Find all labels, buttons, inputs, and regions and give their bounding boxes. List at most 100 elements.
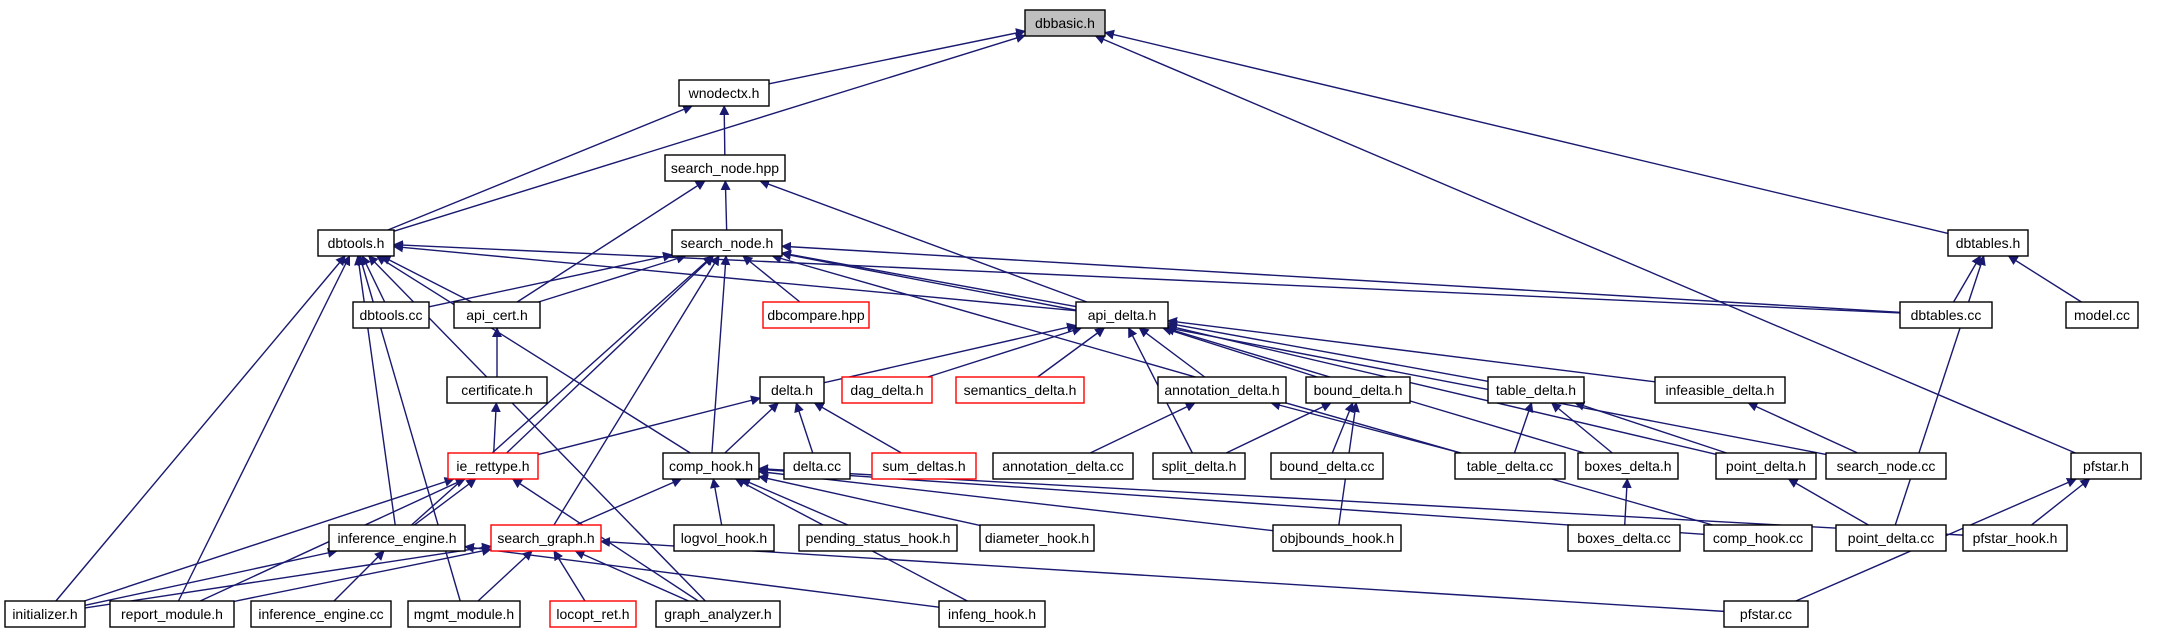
node-dbtools-h[interactable]: dbtools.h bbox=[317, 229, 395, 257]
node-box bbox=[352, 301, 430, 329]
node-annotation-delta-cc[interactable]: annotation_delta.cc bbox=[992, 452, 1134, 480]
node-pfstar-hook-h[interactable]: pfstar_hook.h bbox=[1962, 524, 2068, 552]
node-dbbasic-h[interactable]: dbbasic.h bbox=[1024, 9, 1106, 37]
node-label: inference_engine.cc bbox=[258, 606, 383, 622]
node-certificate-h[interactable]: certificate.h bbox=[446, 376, 548, 404]
node-table-delta-h[interactable]: table_delta.h bbox=[1487, 376, 1585, 404]
node-semantics-delta-h[interactable]: semantics_delta.h bbox=[955, 376, 1085, 404]
node-delta-h[interactable]: delta.h bbox=[759, 376, 825, 404]
edge-dbtables-cc-to-dbtools-h bbox=[393, 240, 1901, 314]
node-logvol-hook-h[interactable]: logvol_hook.h bbox=[673, 524, 775, 552]
node-graph-analyzer-h[interactable]: graph_analyzer.h bbox=[655, 600, 781, 628]
node-pending-status-hook-h[interactable]: pending_status_hook.h bbox=[798, 524, 958, 552]
node-inference-engine-cc[interactable]: inference_engine.cc bbox=[250, 600, 392, 628]
node-wnodectx-h[interactable]: wnodectx.h bbox=[678, 79, 770, 107]
edge-initializer-h-to-dbtools-h bbox=[55, 255, 346, 602]
node-box bbox=[1654, 376, 1786, 404]
node-label: semantics_delta.h bbox=[964, 382, 1077, 398]
node-ie-rettype-h[interactable]: ie_rettype.h bbox=[447, 452, 539, 480]
edge-wnodectx-h-to-dbbasic-h bbox=[768, 28, 1026, 85]
edge-ie-rettype-h-to-delta-h bbox=[537, 395, 761, 456]
edge-api-cert-h-to-search-node-h bbox=[538, 253, 687, 303]
node-inference-engine-h[interactable]: inference_engine.h bbox=[328, 524, 466, 552]
edge-annotation-delta-h-to-api-delta-h bbox=[1138, 327, 1206, 378]
node-bound-delta-cc[interactable]: bound_delta.cc bbox=[1270, 452, 1384, 480]
node-label: wnodectx.h bbox=[688, 85, 760, 101]
node-locopt-ret-h[interactable]: locopt_ret.h bbox=[549, 600, 637, 628]
node-label: logvol_hook.h bbox=[681, 530, 767, 546]
node-point-delta-h[interactable]: point_delta.h bbox=[1715, 452, 1817, 480]
node-model-cc[interactable]: model.cc bbox=[2065, 301, 2139, 329]
node-label: pfstar.h bbox=[2083, 458, 2129, 474]
node-sum-deltas-h[interactable]: sum_deltas.h bbox=[871, 452, 977, 480]
edge-dbtools-cc-to-dbtools-h bbox=[361, 255, 386, 303]
edge-inference-engine-h-to-dbtools-h bbox=[354, 255, 396, 526]
node-table-delta-cc[interactable]: table_delta.cc bbox=[1454, 452, 1566, 480]
node-split-delta-h[interactable]: split_delta.h bbox=[1152, 452, 1246, 480]
node-pfstar-cc[interactable]: pfstar.cc bbox=[1723, 600, 1809, 628]
node-report-module-h[interactable]: report_module.h bbox=[109, 600, 235, 628]
node-dag-delta-h[interactable]: dag_delta.h bbox=[841, 376, 933, 404]
edge-graph-analyzer-h-to-search-graph-h bbox=[574, 550, 689, 602]
node-comp-hook-cc[interactable]: comp_hook.cc bbox=[1703, 524, 1813, 552]
node-bound-delta-h[interactable]: bound_delta.h bbox=[1305, 376, 1411, 404]
edge-search-node-hpp-to-wnodectx-h bbox=[719, 105, 730, 156]
node-dbtables-cc[interactable]: dbtables.cc bbox=[1899, 301, 1993, 329]
node-annotation-delta-h[interactable]: annotation_delta.h bbox=[1157, 376, 1287, 404]
node-delta-cc[interactable]: delta.cc bbox=[783, 452, 851, 480]
edge-pfstar-hook-h-to-pfstar-h bbox=[2030, 478, 2091, 526]
edge-search-node-h-to-search-node-hpp bbox=[720, 180, 731, 231]
node-box bbox=[1024, 9, 1106, 37]
node-box bbox=[1825, 452, 1947, 480]
node-api-cert-h[interactable]: api_cert.h bbox=[453, 301, 541, 329]
node-search-node-h[interactable]: search_node.h bbox=[671, 229, 783, 257]
node-label: inference_engine.h bbox=[337, 530, 456, 546]
node-box bbox=[1703, 524, 1813, 552]
edge-api-cert-h-to-dbtools-h bbox=[380, 255, 472, 303]
node-infeng-hook-h[interactable]: infeng_hook.h bbox=[938, 600, 1046, 628]
node-initializer-h[interactable]: initializer.h bbox=[4, 600, 86, 628]
node-box bbox=[1487, 376, 1585, 404]
node-label: table_delta.cc bbox=[1467, 458, 1553, 474]
node-box bbox=[2070, 452, 2142, 480]
node-label: sum_deltas.h bbox=[882, 458, 965, 474]
edge-table-delta-h-to-api-delta-h bbox=[1167, 320, 1489, 382]
edge-sum-deltas-h-to-delta-h bbox=[813, 402, 902, 454]
node-search-node-hpp[interactable]: search_node.hpp bbox=[664, 154, 786, 182]
node-box bbox=[2065, 301, 2139, 329]
node-box bbox=[759, 376, 825, 404]
edge-pfstar-hook-h-to-comp-hook-h bbox=[758, 464, 1964, 536]
node-box bbox=[841, 376, 933, 404]
node-box bbox=[955, 376, 1085, 404]
node-dbcompare-hpp[interactable]: dbcompare.hpp bbox=[762, 301, 870, 329]
node-objbounds-hook-h[interactable]: objbounds_hook.h bbox=[1272, 524, 1402, 552]
node-infeasible-delta-h[interactable]: infeasible_delta.h bbox=[1654, 376, 1786, 404]
edge-comp-hook-cc-to-comp-hook-h bbox=[758, 464, 1705, 535]
node-boxes-delta-cc[interactable]: boxes_delta.cc bbox=[1567, 524, 1681, 552]
edge-bound-delta-cc-to-bound-delta-h bbox=[1331, 402, 1354, 454]
node-dbtools-cc[interactable]: dbtools.cc bbox=[352, 301, 430, 329]
node-point-delta-cc[interactable]: point_delta.cc bbox=[1835, 524, 1947, 552]
node-search-node-cc[interactable]: search_node.cc bbox=[1825, 452, 1947, 480]
node-mgmt-module-h[interactable]: mgmt_module.h bbox=[407, 600, 521, 628]
node-label: boxes_delta.cc bbox=[1577, 530, 1670, 546]
node-dbtables-h[interactable]: dbtables.h bbox=[1947, 229, 2029, 257]
node-pfstar-h[interactable]: pfstar.h bbox=[2070, 452, 2142, 480]
node-api-delta-h[interactable]: api_delta.h bbox=[1075, 301, 1169, 329]
node-label: table_delta.h bbox=[1496, 382, 1576, 398]
node-box bbox=[549, 600, 637, 628]
dependency-edges bbox=[55, 28, 2091, 613]
node-box bbox=[109, 600, 235, 628]
edge-dbtools-h-to-wnodectx-h bbox=[387, 104, 694, 231]
edge-dbtables-h-to-dbbasic-h bbox=[1104, 29, 1949, 235]
edge-table-delta-cc-to-table-delta-h bbox=[1513, 402, 1534, 454]
node-diameter-hook-h[interactable]: diameter_hook.h bbox=[979, 524, 1095, 552]
node-label: search_node.hpp bbox=[671, 160, 779, 176]
edge-report-module-h-to-search-graph-h bbox=[233, 546, 492, 603]
node-comp-hook-h[interactable]: comp_hook.h bbox=[662, 452, 760, 480]
node-label: point_delta.h bbox=[1726, 458, 1806, 474]
node-boxes-delta-h[interactable]: boxes_delta.h bbox=[1577, 452, 1679, 480]
node-label: dag_delta.h bbox=[850, 382, 923, 398]
node-label: pfstar_hook.h bbox=[1973, 530, 2058, 546]
node-search-graph-h[interactable]: search_graph.h bbox=[490, 524, 602, 552]
